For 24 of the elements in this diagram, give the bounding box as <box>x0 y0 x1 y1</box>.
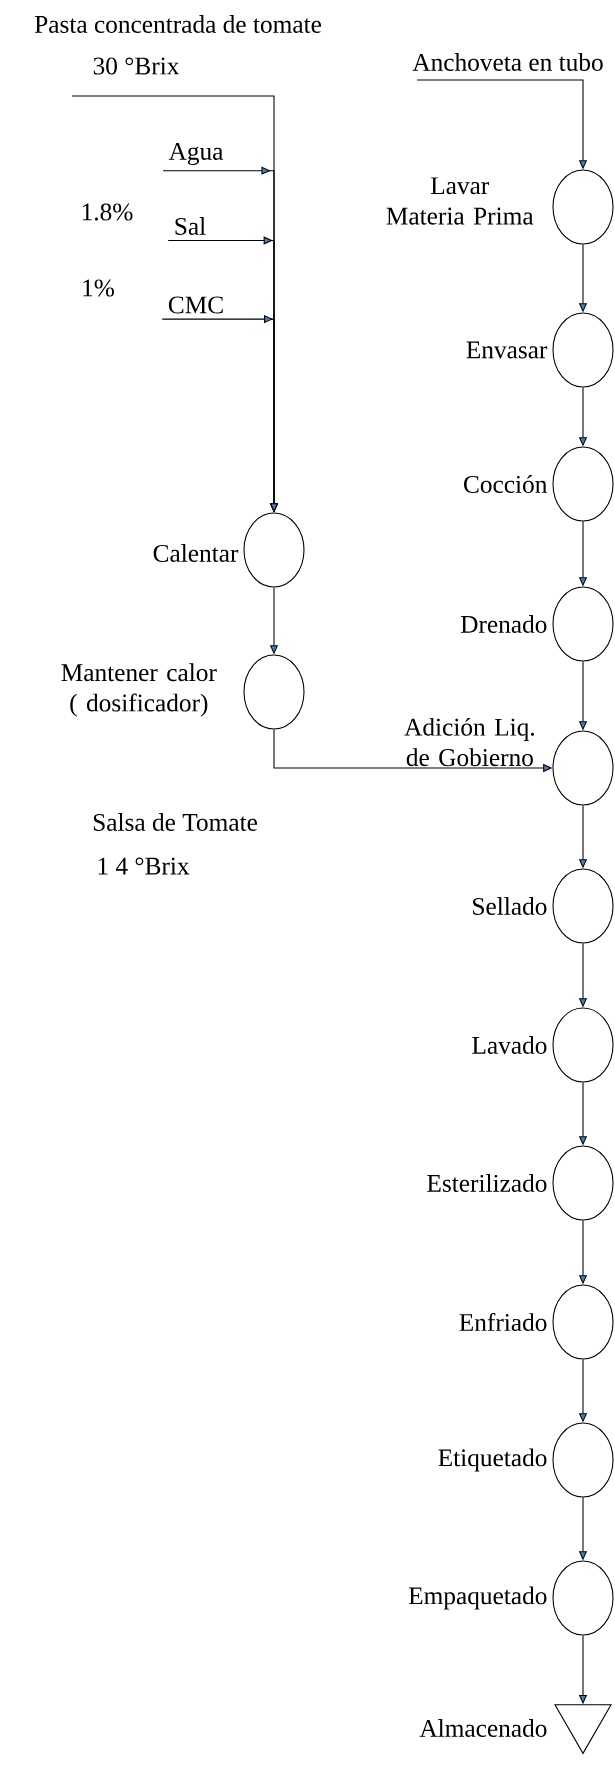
percentage-label: 1% <box>83 279 114 297</box>
input-label: Anchoveta en tubo <box>412 53 603 71</box>
step-label: Enfriado <box>459 1312 547 1332</box>
percentage-label: 1.8% <box>82 203 133 221</box>
step-label: Lavado <box>472 1036 547 1054</box>
input-label: Sal <box>175 217 206 235</box>
step-label: Lavar Materia Prima <box>386 177 534 225</box>
input-label: CMC <box>168 296 223 314</box>
step-label: Calentar <box>153 544 239 562</box>
step-label: Almacenado <box>419 1719 547 1737</box>
concentration-label: 30 °Brix <box>93 57 180 75</box>
step-label: Etiquetado <box>438 1448 547 1472</box>
input-label: Agua <box>168 142 224 166</box>
step-label: Mantener calor ( dosificador) <box>61 663 217 717</box>
step-label: Sellado <box>473 897 547 915</box>
step-label: Empaquetado <box>408 1586 547 1610</box>
step-label: Drenado <box>460 615 547 633</box>
step-label: Cocción <box>464 475 547 493</box>
step-label: Esterilizado <box>427 1174 547 1192</box>
input-label: Pasta concentrada de tomate <box>34 15 321 33</box>
step-label: Envasar <box>466 341 548 359</box>
step-label: Adición Liq. de Gobierno <box>404 717 534 767</box>
product-label: Salsa de Tomate <box>93 813 257 831</box>
product-label: 1 4 °Brix <box>98 857 190 875</box>
